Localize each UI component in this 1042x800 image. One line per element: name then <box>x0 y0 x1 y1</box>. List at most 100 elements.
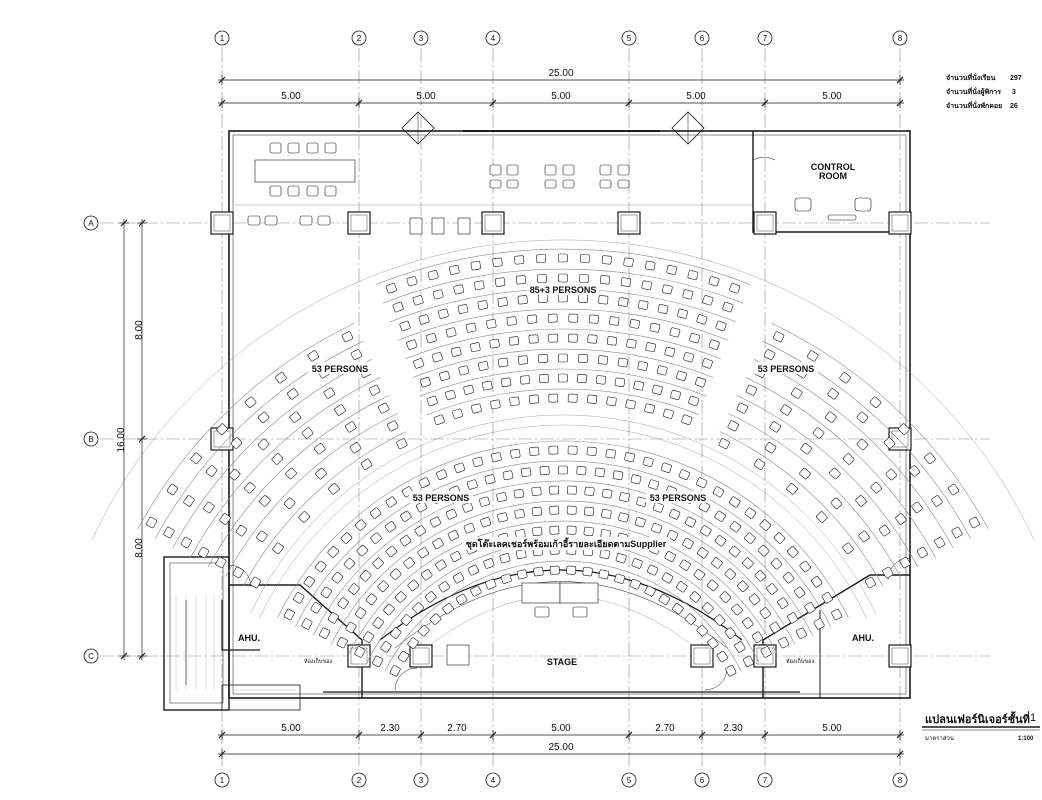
lecture-seat <box>392 301 404 313</box>
structural-column <box>753 211 777 235</box>
lecture-seat <box>439 370 450 381</box>
lecture-seat <box>568 313 579 323</box>
lecture-seat <box>684 613 697 625</box>
lecture-seat <box>198 546 210 559</box>
grid-bubble-col-8: 8 <box>892 30 908 46</box>
lecture-seat <box>442 603 454 615</box>
lecture-seat <box>314 443 326 455</box>
lecture-seat <box>432 538 444 549</box>
lecture-seat <box>336 636 348 649</box>
dimension-slash <box>417 731 425 739</box>
dimension-slash <box>120 652 128 660</box>
lecture-seat <box>537 274 547 283</box>
lecture-seat <box>728 545 741 558</box>
lecture-seat <box>663 408 674 419</box>
lecture-seat <box>567 445 578 455</box>
lecture-seat <box>547 313 558 323</box>
lecture-seat <box>807 350 819 362</box>
lecture-seat <box>531 506 542 516</box>
lecture-seat <box>693 569 705 581</box>
dim-top-seg-3: 5.00 <box>551 91 571 102</box>
lecture-seat <box>516 569 528 580</box>
seating-row-arc <box>242 431 407 587</box>
lecture-seat <box>415 501 428 513</box>
lecture-seat <box>601 488 613 499</box>
svg-text:3: 3 <box>419 34 424 43</box>
structural-column <box>888 644 912 668</box>
lecture-seat <box>389 568 402 580</box>
seating-row-arc <box>172 359 373 549</box>
dimension-slash <box>698 731 706 739</box>
lecture-seat <box>538 354 548 363</box>
svg-text:8: 8 <box>898 34 903 43</box>
waiting-chair <box>324 142 337 154</box>
lecture-seat <box>444 389 456 401</box>
lecture-seat <box>431 352 443 363</box>
wheelchair-space <box>409 217 423 235</box>
lecture-seat <box>924 452 936 465</box>
column-inner <box>891 214 909 232</box>
lecture-seat <box>638 300 649 310</box>
lecture-seat <box>385 496 397 508</box>
drawing-number: 1 <box>1030 712 1036 724</box>
lecture-seat <box>729 283 741 294</box>
lecture-seat <box>731 603 743 616</box>
svg-text:8: 8 <box>898 776 903 785</box>
lecture-seat <box>389 665 401 677</box>
lecture-seat <box>678 469 690 480</box>
dim-left-seg-1: 8.00 <box>134 320 145 340</box>
svg-text:6: 6 <box>700 34 705 43</box>
seating-row-arc <box>154 340 364 539</box>
grid-bubble-col-3: 3 <box>413 30 429 46</box>
lecture-seat <box>598 295 609 305</box>
dim-bottom-seg-1: 5.00 <box>281 723 301 734</box>
lecture-seat <box>271 453 283 465</box>
lecture-seat <box>340 532 353 544</box>
seating-row-arc <box>762 340 972 539</box>
lecture-seat <box>712 486 725 498</box>
svg-text:1: 1 <box>220 776 225 785</box>
dimension-slash <box>896 731 904 739</box>
lecture-seat <box>380 641 392 653</box>
lecture-seat <box>429 516 442 528</box>
lecture-seat <box>219 513 231 525</box>
column-inner <box>693 647 711 665</box>
lecture-seat <box>369 507 382 519</box>
lecture-seat <box>345 421 357 433</box>
lecture-seat <box>672 603 684 615</box>
lecture-seat <box>916 546 928 559</box>
lecture-seat <box>474 280 485 291</box>
lecture-seat <box>421 569 433 581</box>
lecture-seat <box>882 566 894 579</box>
lecture-seat <box>911 501 923 514</box>
lecture-seat <box>450 346 462 357</box>
lecture-seat <box>407 637 419 649</box>
lecture-seat <box>780 404 792 416</box>
lecture-seat <box>517 355 529 365</box>
lecture-seat <box>539 466 550 476</box>
lecture-seat <box>494 277 506 287</box>
lecture-seat <box>406 276 418 287</box>
lecture-seat <box>742 617 754 629</box>
lecture-seat <box>500 573 512 584</box>
svg-text:5: 5 <box>627 776 632 785</box>
lecture-seat <box>645 260 656 271</box>
seating-row-arc <box>745 377 936 558</box>
legend-label-2: จำนวนที่นั่งผู้พิการ <box>946 86 1001 97</box>
lecture-seat <box>548 445 559 455</box>
lecture-seat <box>879 524 891 537</box>
lecture-seat <box>479 496 490 507</box>
lecture-seat <box>298 511 310 523</box>
lecture-seat <box>618 512 629 523</box>
lecture-seat <box>566 505 577 515</box>
lecture-seat <box>425 333 437 344</box>
waiting-chair <box>317 215 331 226</box>
lecture-seat <box>576 466 587 476</box>
svg-text:3: 3 <box>419 776 424 785</box>
lecture-seat <box>529 446 540 456</box>
dimension-slash <box>218 750 226 758</box>
legend-value-3: 26 <box>1010 103 1018 110</box>
lecture-seat <box>450 551 462 562</box>
lecture-seat <box>742 655 754 668</box>
lecture-seat <box>412 602 424 614</box>
